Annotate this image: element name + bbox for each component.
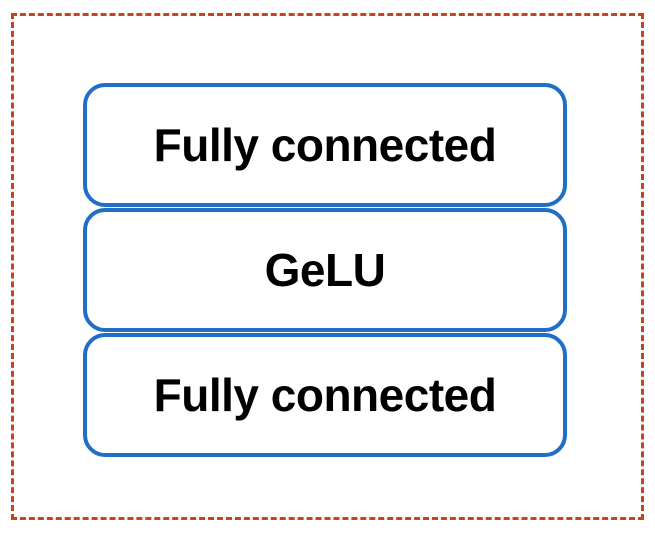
block-label: Fully connected xyxy=(153,369,497,421)
block-label: GeLU xyxy=(264,244,386,296)
mlp-dashed-frame xyxy=(11,13,644,520)
fully-connected-block-bottom: Fully connected xyxy=(83,333,567,457)
block-label: Fully connected xyxy=(153,119,497,171)
gelu-block: GeLU xyxy=(83,208,567,332)
fully-connected-block-top: Fully connected xyxy=(83,83,567,207)
